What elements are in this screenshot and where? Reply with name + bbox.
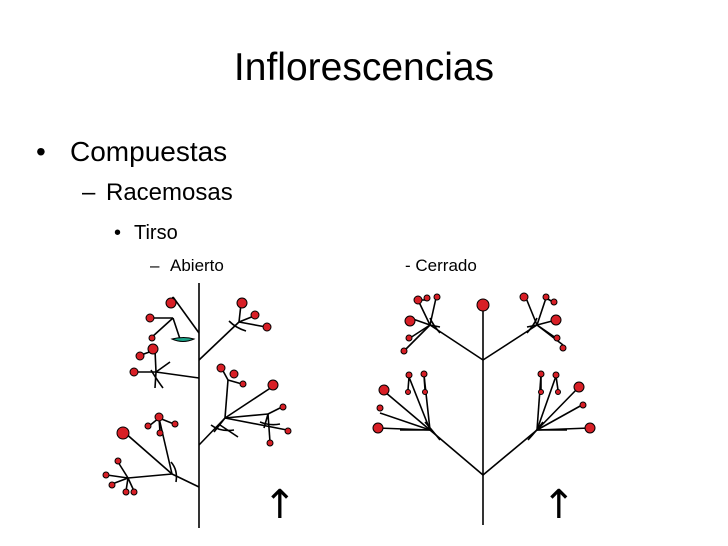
slide-title: Inflorescencias [233,46,495,89]
flower-icon [405,389,411,395]
flower-icon [102,471,110,479]
bract-mark [527,421,544,441]
leaf-icon [170,337,196,342]
flower-icon [376,404,384,412]
flower-icon [145,313,155,323]
flower-icon [266,439,274,447]
bract-mark [210,424,235,432]
flower-icon [378,384,390,396]
flower-icon [216,363,226,373]
flower-icon [236,297,248,309]
arrow-up-icon: ↑ [542,482,576,528]
flower-icon [284,427,292,435]
flower-icon [579,401,587,409]
bract-mark [170,461,178,483]
flower-icon [130,488,138,496]
flower-icon [239,380,247,388]
bract-mark [429,317,441,334]
flower-icon [404,315,416,327]
flower-icon [573,381,585,393]
flower-icon [147,343,159,355]
flower-icon [262,322,272,332]
flower-icon [108,481,116,489]
branch-line [482,429,538,476]
bract-mark [424,421,441,441]
flower-icon [537,370,545,378]
bullet-level3-text: Tirso [134,222,178,244]
flower-icon [154,412,164,422]
flower-icon [542,293,550,301]
branch-line [198,321,240,361]
bullet-dash-icon: – [82,179,96,206]
flower-icon [555,389,561,395]
flower-icon [423,294,431,302]
bullet-level2-text: Racemosas [106,179,233,206]
branch-line [155,371,200,379]
flower-icon [433,293,441,301]
label-cerrado: - Cerrado [405,256,477,275]
flower-icon [422,389,428,395]
flower-icon [519,292,529,302]
bullet-dash-icon: – [150,256,160,275]
flower-icon [559,344,567,352]
flower-icon [279,403,287,411]
flowers-right [372,292,596,434]
branch-line [172,296,200,334]
flower-icon [550,314,562,326]
flower-icon [405,334,413,342]
flower-icon [552,371,560,379]
bullet-level1-text: Compuestas [70,136,228,167]
flower-icon [129,367,139,377]
bract-mark [259,421,281,426]
flower-icon [144,422,152,430]
flower-icon [229,369,239,379]
flower-icon [267,379,279,391]
thyrse-closed-diagram [377,297,591,525]
bullet-dot-icon: • [36,136,46,167]
flower-icon [171,420,179,428]
bract-mark [526,317,538,334]
flower-icon [400,347,408,355]
flower-icon [476,298,490,312]
bullet-level2: –Racemosas [82,177,233,209]
flower-icon [420,370,428,378]
bullet-level4-text: Abierto [170,256,224,275]
flower-icon [148,334,156,342]
flower-icon [413,295,423,305]
flower-icon [553,334,561,342]
bullet-level3: • Tirso [114,219,178,247]
flowers-left [102,297,292,496]
flower-icon [405,371,413,379]
bullet-level4: –Abierto [150,254,224,278]
flower-icon [114,457,122,465]
flower-icon [538,389,544,395]
flower-icon [116,426,130,440]
flower-icon [584,422,596,434]
bract-mark [228,320,247,332]
flower-icon [250,310,260,320]
bullet-level1: • Compuestas [36,134,227,170]
flower-icon [372,422,384,434]
flower-icon [550,298,558,306]
arrow-up-icon: ↑ [263,482,297,528]
flower-icon [165,297,177,309]
flower-icon [135,351,145,361]
flower-icon [156,429,164,437]
flower-icon [122,488,130,496]
bullet-dot-icon: • [114,222,122,244]
bract-mark [150,369,164,389]
